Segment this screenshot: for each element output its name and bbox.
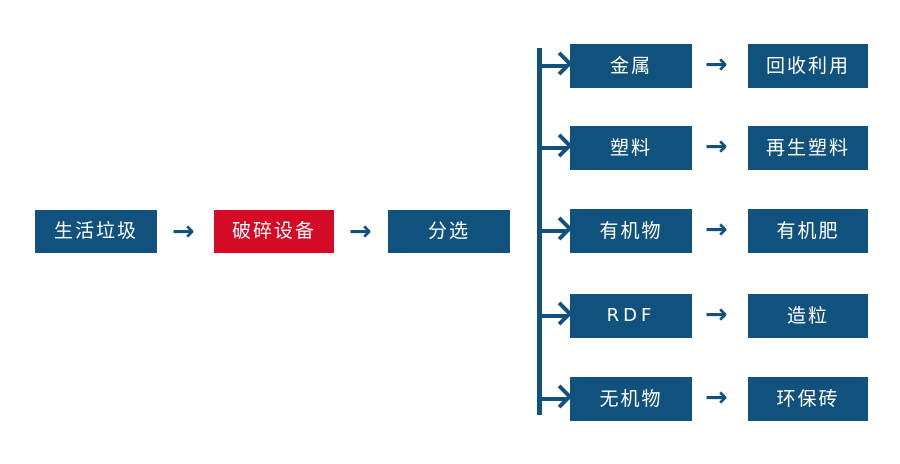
branch-row: 金属 → 回收利用 <box>0 44 900 88</box>
arrow-right-icon-crusher-to-sorting: → <box>349 216 372 247</box>
branch-connector-line <box>540 64 566 68</box>
arrow-right-icon-branch <box>548 133 573 158</box>
node-product-organic-fertilizer: 有机肥 <box>748 209 868 253</box>
node-product-eco-brick: 环保砖 <box>748 377 868 421</box>
arrow-right-icon-material-to-product: → <box>705 382 728 413</box>
node-material-plastic: 塑料 <box>570 126 692 170</box>
node-product-pelletizing: 造粒 <box>748 294 868 338</box>
node-product-recycling: 回收利用 <box>748 44 868 88</box>
branch-connector-line <box>540 314 566 318</box>
branch-connector-line <box>540 146 566 150</box>
node-material-organic: 有机物 <box>570 209 692 253</box>
branch-row: 塑料 → 再生塑料 <box>0 126 900 170</box>
arrow-right-icon-branch <box>548 51 573 76</box>
branch-distribution-bar <box>537 48 542 415</box>
arrow-right-icon-material-to-product: → <box>705 131 728 162</box>
node-material-rdf: RDF <box>570 294 692 338</box>
branch-connector-line <box>540 397 566 401</box>
node-household-waste: 生活垃圾 <box>35 210 157 253</box>
node-material-metal: 金属 <box>570 44 692 88</box>
branch-row: RDF → 造粒 <box>0 294 900 338</box>
arrow-right-icon-branch <box>548 301 573 326</box>
arrow-right-icon-branch <box>548 216 573 241</box>
branch-row: 无机物 → 环保砖 <box>0 377 900 421</box>
node-product-recycled-plastic: 再生塑料 <box>748 126 868 170</box>
arrow-right-icon-material-to-product: → <box>705 49 728 80</box>
branch-row: 有机物 → 有机肥 <box>0 209 900 253</box>
node-sorting: 分选 <box>388 210 510 253</box>
arrow-right-icon-material-to-product: → <box>705 299 728 330</box>
arrow-right-icon-material-to-product: → <box>705 214 728 245</box>
branch-connector-line <box>540 229 566 233</box>
arrow-right-icon-waste-to-crusher: → <box>172 216 195 247</box>
arrow-right-icon-branch <box>548 384 573 409</box>
node-material-inorganic: 无机物 <box>570 377 692 421</box>
node-crushing-equipment: 破碎设备 <box>214 210 334 253</box>
